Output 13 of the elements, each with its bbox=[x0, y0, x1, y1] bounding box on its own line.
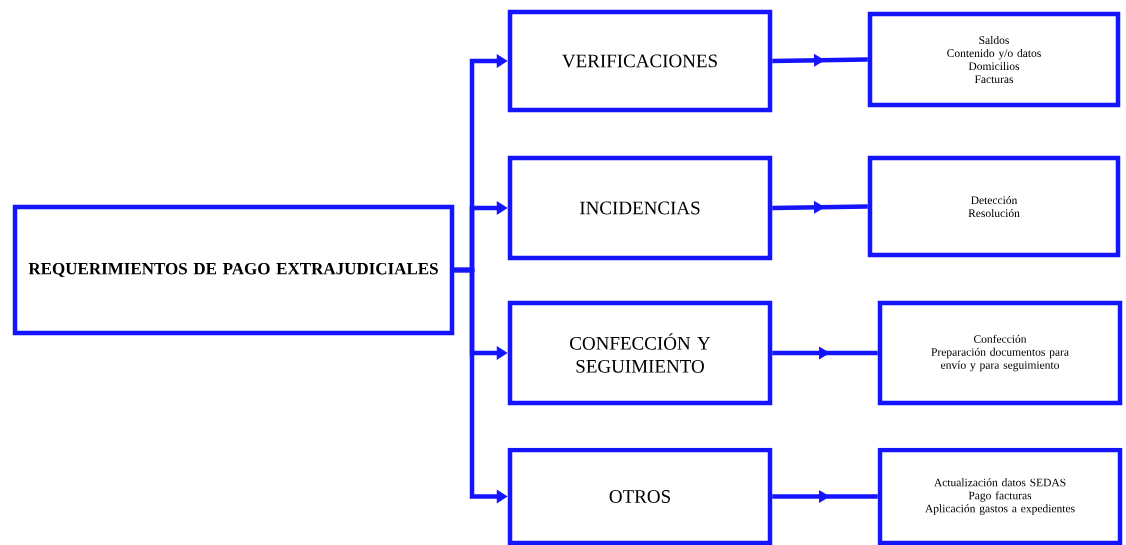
category-box: INCIDENCIAS bbox=[507, 155, 773, 261]
category-box: CONFECCIÓN Y SEGUIMIENTO bbox=[507, 300, 773, 406]
detail-box: Detección Resolución bbox=[867, 155, 1121, 258]
title-box: REQUERIMIENTOS DE PAGO EXTRAJUDICIALES bbox=[12, 204, 455, 336]
arrow bbox=[772, 346, 878, 360]
category-box: VERIFICACIONES bbox=[507, 9, 773, 113]
category-box: OTROS bbox=[507, 447, 773, 545]
arrow bbox=[772, 53, 868, 67]
detail-box: Saldos Contenido y/o datos Domicilios Facturas bbox=[867, 11, 1121, 108]
arrow bbox=[772, 490, 878, 503]
detail-box: Actualización datos SEDAS Pago facturas Aplicación gastos a expedientes bbox=[877, 447, 1123, 545]
arrow bbox=[772, 200, 868, 214]
detail-box: Confección Preparación documentos para envío y para seguimiento bbox=[877, 300, 1123, 406]
